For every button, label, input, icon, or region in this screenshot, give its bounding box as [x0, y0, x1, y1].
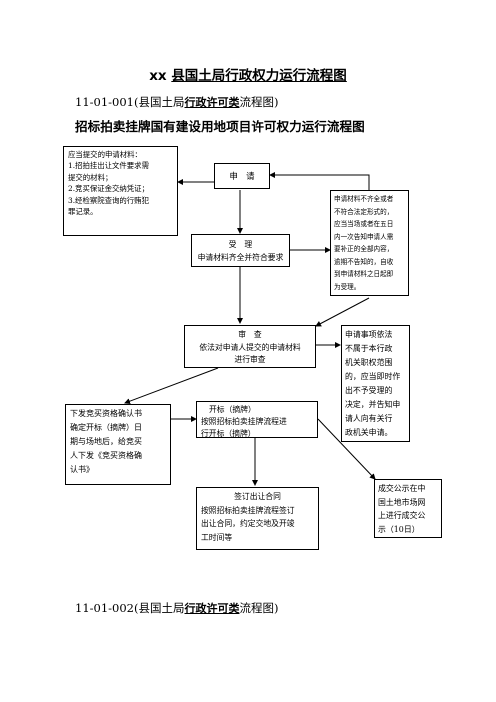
incomplete-line: 逾期不告知的，自收: [334, 257, 394, 266]
page-title: xx 县国土局行政权力运行流程图: [0, 64, 496, 84]
apply-box: 申 请: [214, 163, 270, 189]
publicity-box: 成交公示在中 国土地市场网 上进行成交公 示（10日）: [374, 479, 442, 538]
title-main: 县国土局行政权力运行流程图: [171, 68, 347, 84]
not-accepted-line: 政机关申请。: [345, 428, 393, 437]
materials-line: 3.经检察院查询的行贿犯: [68, 195, 149, 205]
accept-title: 受 理: [228, 240, 253, 249]
subtitle-1-emph: 行政许可类: [184, 96, 240, 109]
contract-line: 出让合同，约定交地及开竣: [201, 519, 295, 528]
accept-desc: 申请材料齐全并符合要求: [197, 253, 284, 262]
accept-box: 受 理 申请材料齐全并符合要求: [191, 234, 290, 267]
contract-title: 签订出让合同: [234, 492, 281, 501]
opening-box: 开标（摘牌） 按照招标拍卖挂牌流程进 行开标（摘牌）: [196, 401, 318, 438]
confirm-qualification-box: 下发竞买资格确认书 确定开标（摘牌）日 期与场地后，给竞买 人下发《竞买资格确 …: [65, 404, 171, 485]
subtitle-1-code: 11-01-001(县国土局: [75, 95, 185, 109]
not-accepted-box: 申请事项依法 不属于本行政 机关职权范围 的，应当即时作 出不予受理的 决定，并…: [341, 325, 410, 442]
review-line: 依法对申请人提交的申请材料: [199, 342, 301, 352]
subtitle-2-code: 11-01-002(县国土局: [75, 601, 185, 615]
incomplete-line: 内一次告知申请人需: [334, 232, 394, 241]
opening-title: 开标（摘牌）: [209, 405, 256, 414]
incomplete-line: 要补正的全部内容，: [334, 245, 394, 253]
arrow-incomplete-to-apply: [269, 172, 370, 190]
publicity-line: 国土地市场网: [378, 497, 426, 507]
contract-line: 按照招标拍卖挂牌流程签订: [201, 505, 295, 515]
subtitle-2: 11-01-002(县国土局行政许可类流程图): [75, 600, 278, 616]
materials-line: 提交的材料；: [68, 172, 113, 182]
apply-label: 申 请: [229, 171, 255, 181]
not-accepted-line: 请人向有关行: [345, 414, 393, 423]
review-title: 审 查: [238, 330, 262, 339]
publicity-line: 成交公示在中: [378, 484, 426, 493]
not-accepted-line: 的，应当即时作: [345, 372, 401, 381]
arrow-incomplete-to-review: [315, 297, 370, 327]
chart-heading: 招标拍卖挂牌国有建设用地项目许可权力运行流程图: [75, 119, 365, 134]
arrow-opening-to-publicity: [317, 418, 376, 480]
subtitle-2-emph: 行政许可类: [184, 602, 240, 615]
incomplete-line: 申请材料不齐全或者: [334, 195, 394, 203]
materials-box: 应当提交的申请材料： 1.招拍挂出让文件要求需 提交的材料； 2.竞买保证金交纳…: [63, 146, 178, 236]
materials-line: 应当提交的申请材料：: [68, 150, 142, 159]
publicity-line: 上进行成交公: [378, 511, 426, 520]
arrow-review-to-confirm: [124, 367, 219, 405]
confirm-line: 人下发《竞买资格确: [70, 451, 142, 460]
incomplete-line: 到申请材料之日起即: [334, 270, 394, 278]
not-accepted-line: 申请事项依法: [345, 330, 393, 339]
not-accepted-line: 不属于本行政: [345, 344, 393, 353]
subtitle-1-suffix: 流程图): [239, 95, 279, 109]
materials-line: 罪记录。: [68, 207, 98, 217]
incomplete-line: 不符合法定形式的，: [334, 207, 394, 216]
confirm-line: 确定开标（摘牌）日: [70, 423, 142, 432]
contract-box: 签订出让合同 按照招标拍卖挂牌流程签订 出让合同，约定交地及开竣 工时间等: [196, 487, 319, 550]
materials-line: 2.竞买保证金交纳凭证；: [68, 184, 149, 194]
not-accepted-line: 出不予受理的: [345, 386, 393, 395]
title-prefix: xx: [149, 68, 167, 84]
confirm-line: 下发竞买资格确认书: [70, 409, 142, 418]
subtitle-1: 11-01-001(县国土局行政许可类流程图): [75, 94, 278, 110]
incomplete-notice-box: 申请材料不齐全或者 不符合法定形式的， 应当当场或者在五日 内一次告知申请人需 …: [330, 190, 409, 296]
incomplete-line: 应当当场或者在五日: [334, 220, 394, 228]
confirm-line: 期与场地后，给竞买: [70, 437, 142, 446]
review-line: 进行审查: [234, 355, 266, 365]
contract-line: 工时间等: [201, 532, 233, 542]
confirm-line: 认书》: [70, 465, 94, 474]
not-accepted-line: 机关职权范围: [345, 358, 393, 367]
opening-line: 行开标（摘牌）: [201, 429, 256, 438]
materials-line: 1.招拍挂出让文件要求需: [68, 161, 149, 171]
opening-line: 按照招标拍卖挂牌流程进: [201, 417, 287, 426]
subtitle-2-suffix: 流程图): [239, 601, 279, 615]
publicity-line: 示（10日）: [378, 524, 420, 534]
review-box: 审 查 依法对申请人提交的申请材料 进行审查: [184, 325, 316, 368]
incomplete-line: 为受理。: [334, 282, 361, 291]
not-accepted-line: 决定，并告知申: [345, 400, 401, 409]
